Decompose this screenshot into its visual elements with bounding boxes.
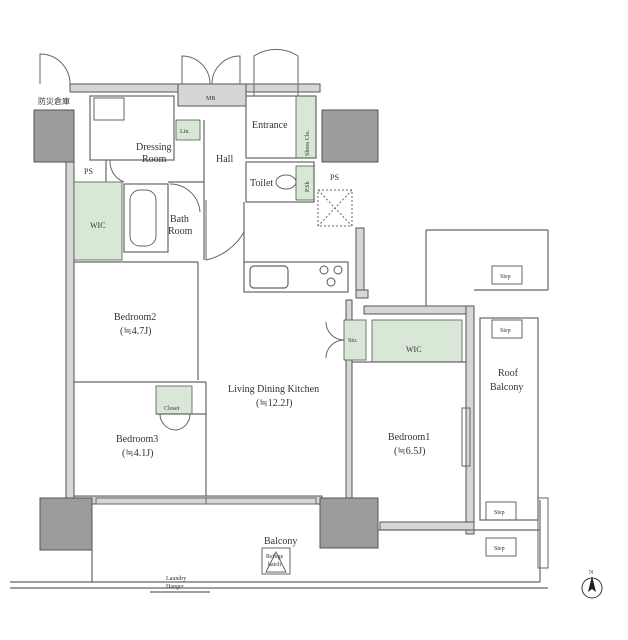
label-bath: Bath: [170, 214, 189, 225]
label-bedroom1: Bedroom1: [388, 432, 430, 443]
label-refuge: Refuge: [266, 553, 284, 560]
label-bedroom2: Bedroom2: [114, 312, 156, 323]
refuge-hatch-triangle: [265, 550, 287, 573]
label-step-2: Step: [500, 328, 511, 334]
label-roof-balcony: Balcony: [490, 382, 523, 393]
label-step-4: Step: [494, 546, 505, 552]
storage-areas: [73, 95, 463, 415]
label-entrance: Entrance: [252, 120, 288, 131]
label-lin: Lin.: [180, 129, 190, 135]
label-bedroom1-size: (≒6.5J): [394, 446, 425, 457]
step-boxes: [485, 265, 523, 557]
toilet-fixture: [275, 174, 297, 190]
label-toilet: Toilet: [250, 178, 273, 189]
label-bedroom3: Bedroom3: [116, 434, 158, 445]
label-ps-right: PS: [330, 173, 339, 182]
windows: [95, 407, 549, 569]
label-wic-left: WIC: [90, 221, 106, 230]
label-bath-room: Room: [168, 226, 193, 237]
label-step-3: Step: [494, 510, 505, 516]
label-dressing-room: Room: [142, 154, 167, 165]
label-step-1: Step: [500, 274, 511, 280]
label-bedroom3-size: (≒4.1J): [122, 448, 153, 459]
refuge-hatch: [261, 547, 291, 575]
label-living: Living Dining Kitchen: [228, 384, 319, 395]
label-paper: P.Sh: [305, 181, 311, 192]
label-hall: Hall: [216, 154, 233, 165]
label-shoes: Shoes Clo.: [305, 129, 311, 156]
label-north: N: [589, 570, 594, 576]
label-wic-right: WIC: [406, 345, 422, 354]
ps-duct: [317, 189, 353, 227]
label-living-size: (≒12.2J): [256, 398, 292, 409]
label-dressing: Dressing: [136, 142, 172, 153]
stove-icon: [319, 265, 343, 287]
label-laundry-hanger: Hanger: [166, 584, 184, 590]
north-arrow-icon: [581, 576, 603, 599]
label-roof: Roof: [498, 368, 519, 379]
label-mb: MB: [206, 96, 215, 102]
label-ps-left: PS: [84, 167, 93, 176]
label-sto: Sto.: [348, 338, 358, 344]
label-bousai: 防災倉庫: [38, 96, 70, 106]
columns: [33, 109, 379, 551]
washbasin: [93, 97, 125, 121]
label-closet: Closet: [164, 406, 180, 412]
label-balcony: Balcony: [264, 536, 297, 547]
label-bedroom2-size: (≒4.7J): [120, 326, 151, 337]
doors: [39, 48, 345, 431]
label-laundry: Laundry: [166, 576, 186, 582]
bathtub: [129, 189, 157, 247]
walls: [65, 83, 475, 535]
label-refuge-hatch: hatch: [268, 562, 281, 568]
